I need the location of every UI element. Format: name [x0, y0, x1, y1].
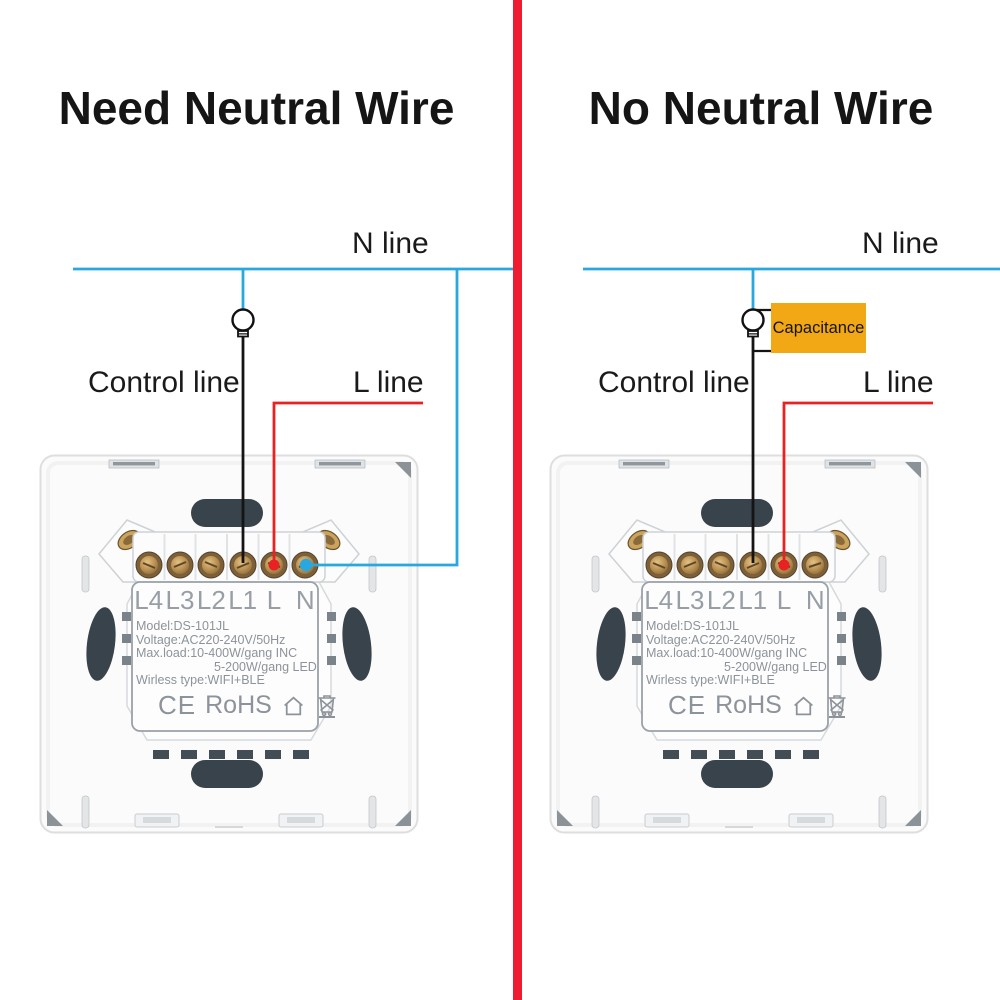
- neutral-return-to-n-terminal: [309, 269, 459, 567]
- l-line-label: L line: [863, 366, 934, 399]
- panel-divider: [513, 0, 522, 1000]
- control-line-label: Control line: [598, 366, 750, 399]
- neutral-terminal-dot: [299, 558, 313, 572]
- capacitance-box: Capacitance: [771, 303, 866, 353]
- smart-switch-back-left: [38, 453, 420, 835]
- capacitance-label: Capacitance: [772, 318, 865, 337]
- l-line-label: L line: [353, 366, 424, 399]
- n-line-label: N line: [862, 227, 939, 260]
- wiring-no-neutral: [583, 267, 1000, 571]
- left-panel-title: Need Neutral Wire: [58, 82, 455, 134]
- control-line-label: Control line: [88, 366, 240, 399]
- live-terminal-dot: [778, 559, 790, 571]
- lightbulb-icon: [231, 308, 255, 338]
- smart-switch-back-right: [548, 453, 930, 835]
- wiring-need-neutral: [73, 267, 513, 572]
- n-line-label: N line: [352, 227, 429, 260]
- live-line-wire: [272, 401, 423, 563]
- right-panel-title: No Neutral Wire: [588, 82, 934, 134]
- lightbulb-icon: [741, 308, 765, 338]
- live-line-wire: [782, 401, 933, 563]
- live-terminal-dot: [268, 559, 280, 571]
